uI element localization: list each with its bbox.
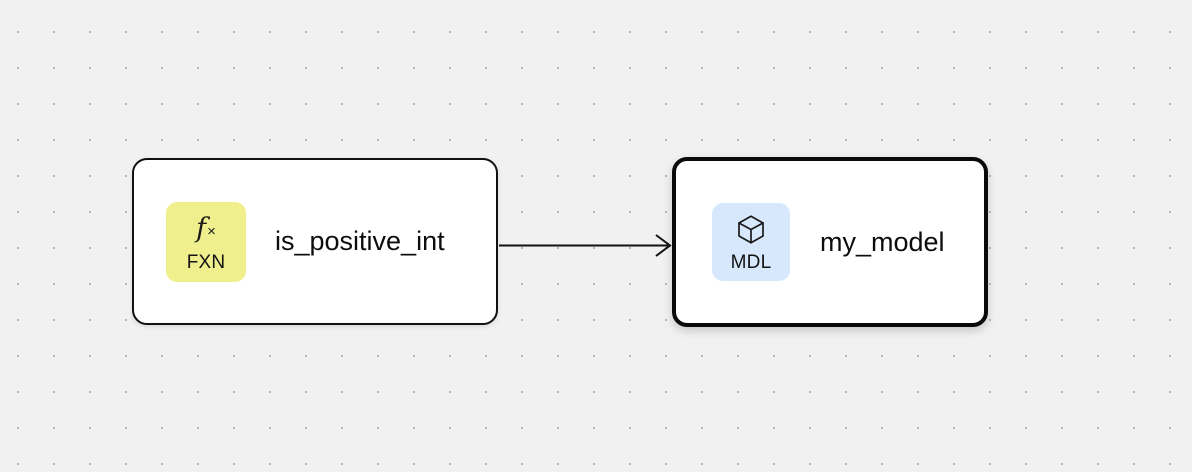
fx-times: × bbox=[207, 223, 216, 240]
function-badge-label: FXN bbox=[186, 251, 226, 273]
edge-arrowhead-icon bbox=[655, 234, 672, 257]
function-badge: f× FXN bbox=[166, 201, 246, 282]
fx-letter: f bbox=[196, 213, 207, 244]
model-badge: MDL bbox=[712, 203, 790, 281]
edge-fxn-to-model[interactable] bbox=[499, 234, 672, 257]
model-node-title: my_model bbox=[820, 226, 945, 257]
cube-box-icon bbox=[736, 212, 766, 246]
node-function[interactable]: f× FXN is_positive_int bbox=[132, 158, 498, 325]
function-node-title: is_positive_int bbox=[275, 226, 445, 256]
node-model[interactable]: MDL my_model bbox=[672, 157, 988, 327]
model-badge-label: MDL bbox=[730, 252, 772, 273]
function-fx-icon: f× bbox=[196, 212, 216, 246]
